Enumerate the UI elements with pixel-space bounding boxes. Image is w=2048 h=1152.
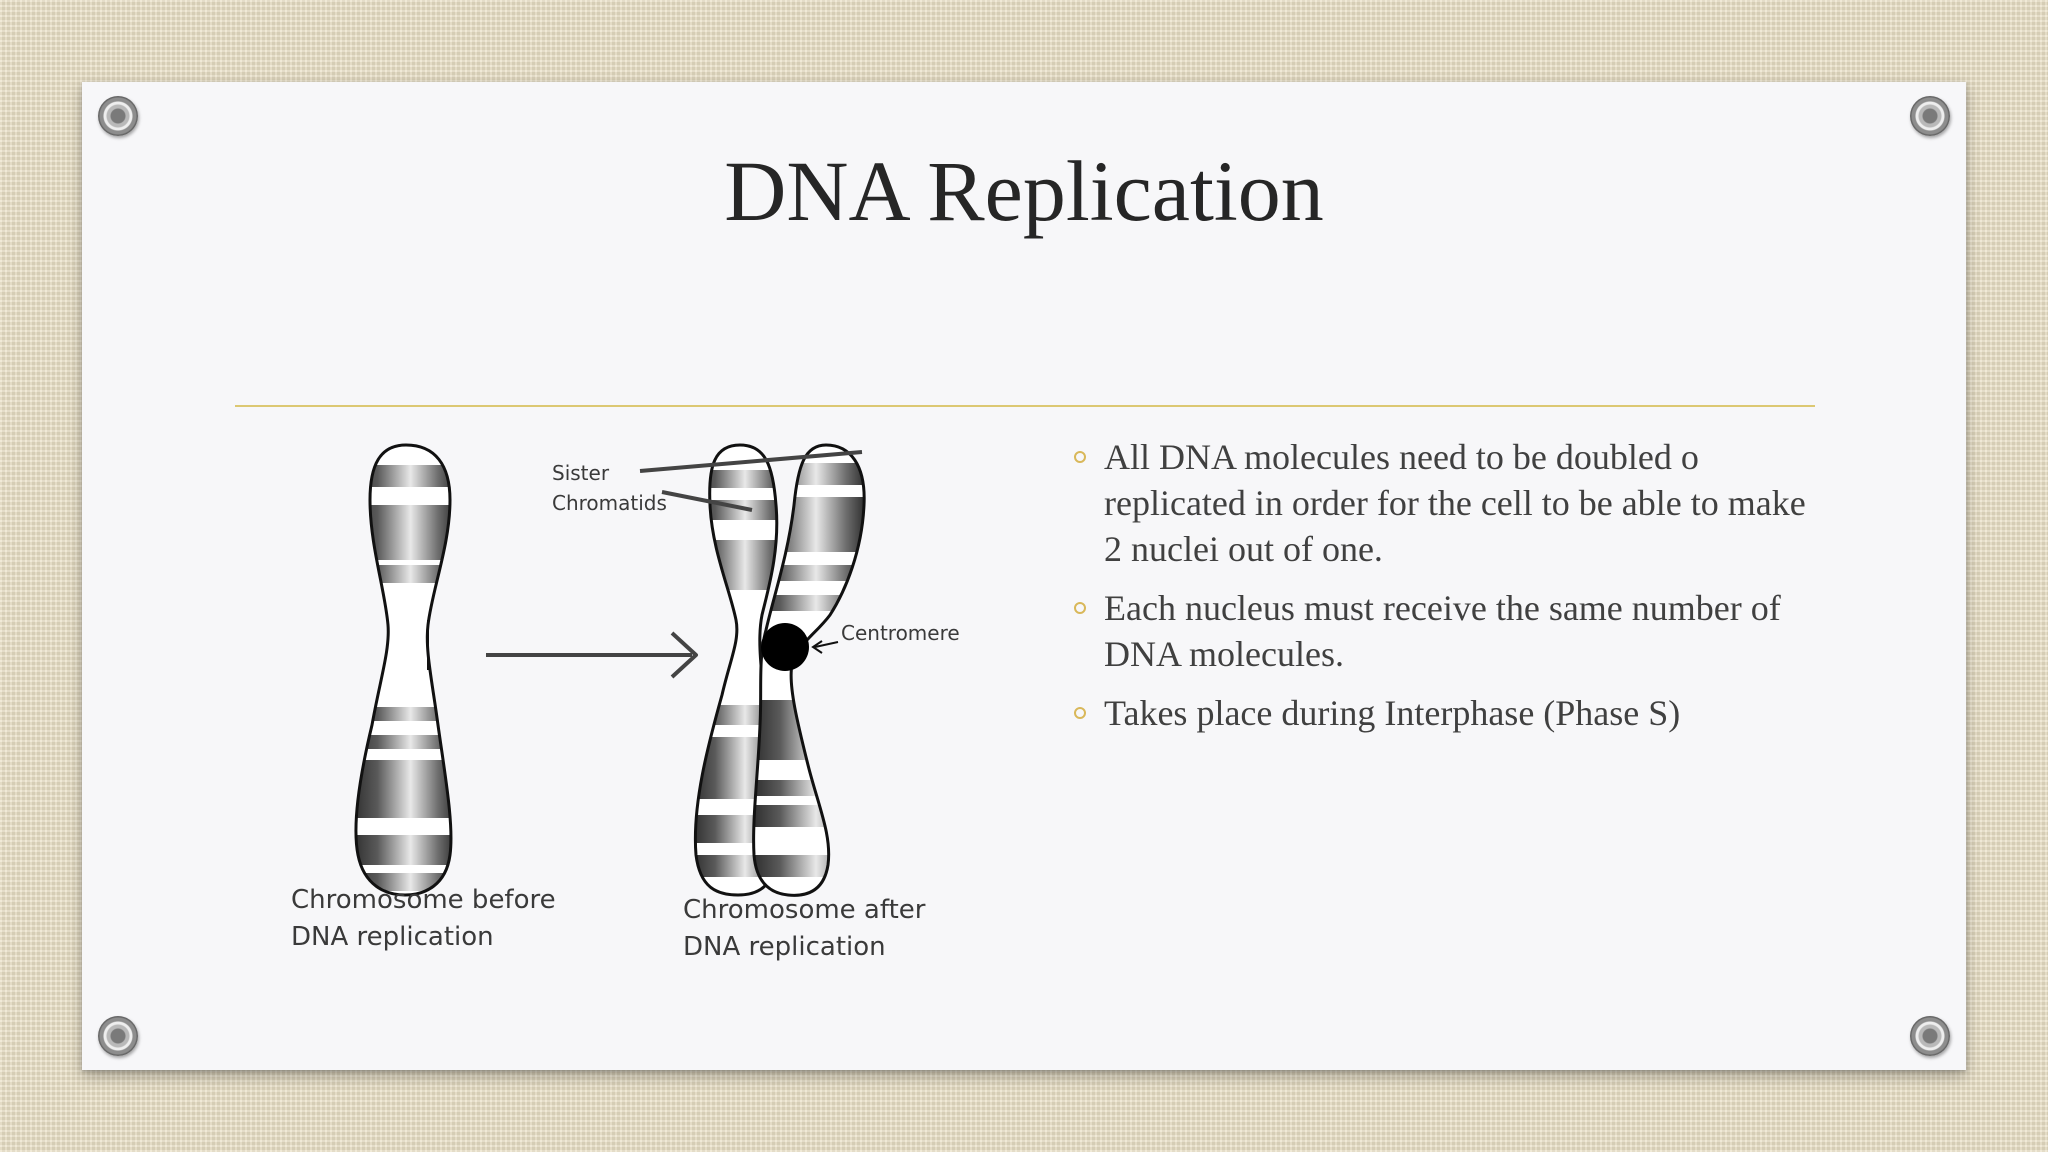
sister-chromatids-label: Sister Chromatids xyxy=(552,461,667,515)
bullet-circle-icon xyxy=(1074,451,1086,463)
grommet-icon xyxy=(98,96,138,136)
bullet-circle-icon xyxy=(1074,602,1086,614)
bullet-item: All DNA molecules need to be doubled o r… xyxy=(1070,434,1830,572)
grommet-icon xyxy=(1910,1016,1950,1056)
centromere-label: Centromere xyxy=(841,621,960,645)
slide-title: DNA Replication xyxy=(724,143,1324,239)
chromosome-illustration xyxy=(354,443,866,897)
bullet-circle-icon xyxy=(1074,707,1086,719)
bullet-list: All DNA molecules need to be doubled o r… xyxy=(1070,434,1830,749)
after-replication-caption: Chromosome after DNA replication xyxy=(683,895,926,962)
bullet-text: All DNA molecules need to be doubled o r… xyxy=(1104,437,1806,569)
bullet-text: Takes place during Interphase (Phase S) xyxy=(1104,693,1681,733)
title-divider xyxy=(235,405,1815,407)
bullet-item: Takes place during Interphase (Phase S) xyxy=(1070,690,1830,736)
before-replication-caption: Chromosome before DNA replication xyxy=(291,885,556,952)
chromosome-diagram: Sister Chromatids Centromere Chromosome … xyxy=(260,425,1020,985)
bullet-item: Each nucleus must receive the same numbe… xyxy=(1070,585,1830,677)
grommet-icon xyxy=(98,1016,138,1056)
bullet-text: Each nucleus must receive the same numbe… xyxy=(1104,588,1781,674)
grommet-icon xyxy=(1910,96,1950,136)
